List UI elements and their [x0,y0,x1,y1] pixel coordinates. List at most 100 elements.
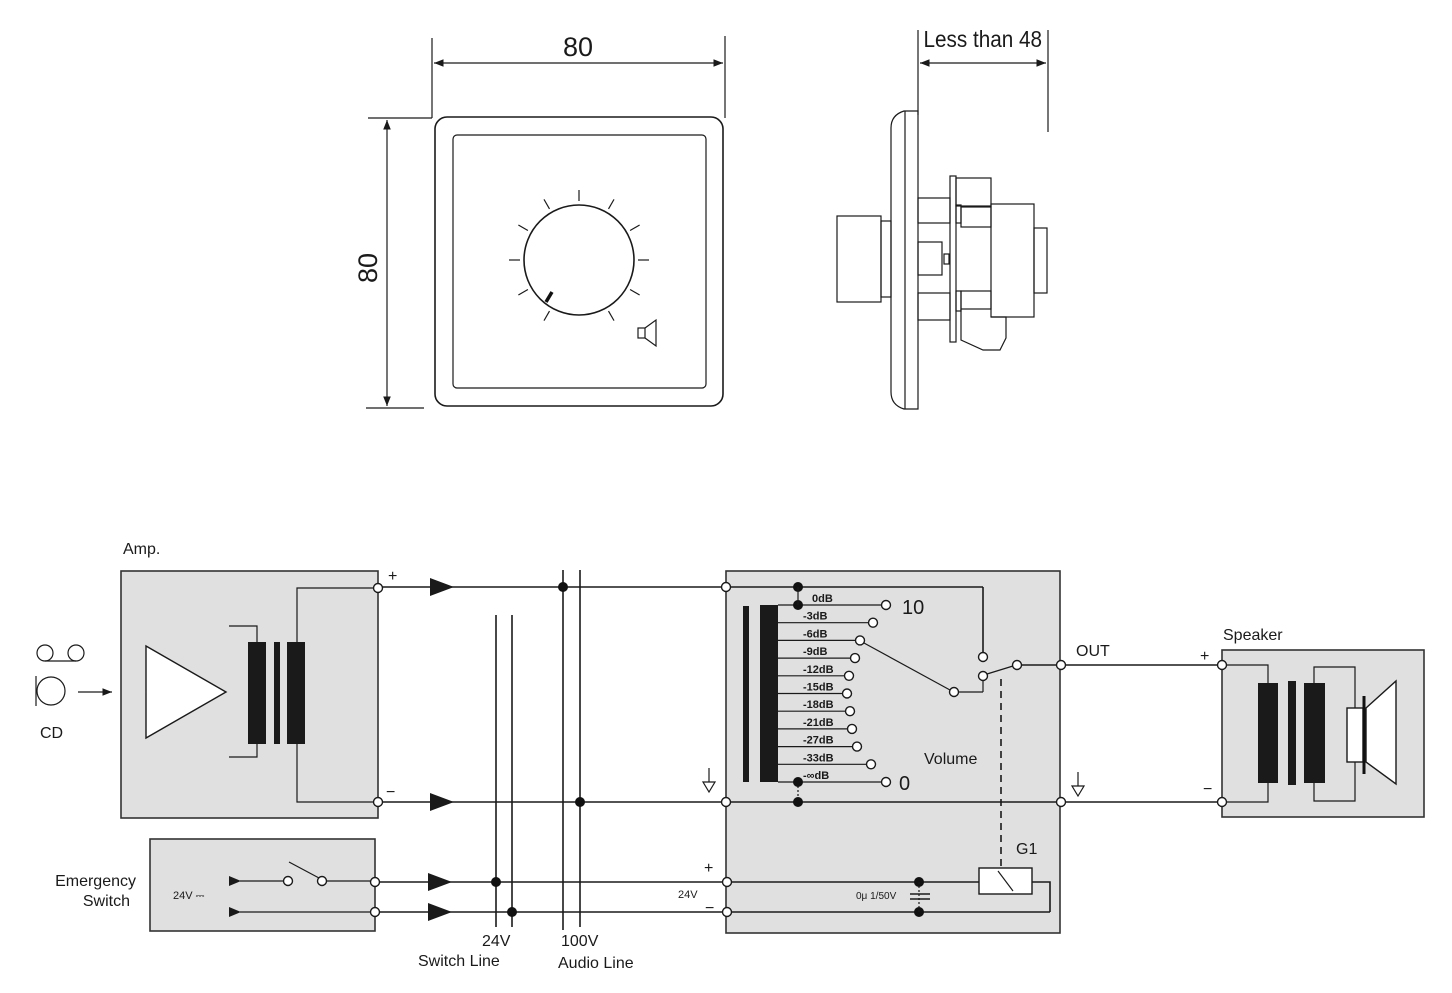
speaker-transformer-primary [1258,683,1278,783]
volume-knob[interactable] [523,204,635,316]
output-wiring: OUT [1065,643,1218,803]
knob-tick [607,199,615,210]
switch-blade[interactable] [288,861,320,879]
tap-label: -33dB [803,752,834,764]
speaker-minus-label: − [1203,781,1212,798]
relay-contact-nc [977,651,989,663]
wiper-contact [948,686,960,698]
tap-label: -9dB [803,646,828,658]
input-plus-label: + [704,860,713,877]
tap-label: -18dB [803,699,834,711]
tap-contact[interactable] [843,670,855,681]
primary-lead-bottom [229,744,258,758]
tap-contact[interactable] [851,741,863,752]
terminal-lug [960,309,1007,351]
knob-profile [836,215,882,303]
knob-tick [607,310,615,321]
tap-label: -12dB [803,664,834,676]
tap-contact[interactable] [880,599,892,611]
relay-coil-mark [997,870,1014,892]
switch-line-label: Switch Line [418,953,500,970]
volume-terminal-out-com [1055,796,1067,808]
cd-source: CD [35,644,112,742]
knob-shaft [880,220,892,298]
speaker-cone-icon [1365,679,1397,786]
component-inner [960,206,992,228]
body-spacer-bottom [917,292,951,321]
secondary-lead-bottom [296,744,378,803]
speaker-transformer-core [1288,681,1296,785]
emergency-switch-block: Emergency Switch 24V ⎓ [55,838,376,932]
volume-terminal-out [1055,659,1067,671]
capacitor-label: 0μ 1/50V [856,891,897,902]
relay-switch-blade [986,665,1014,675]
tap-contact[interactable] [841,688,853,699]
out-label: OUT [1076,643,1110,660]
emergency-box [149,838,376,932]
wire [1313,762,1356,802]
emergency-terminal-plus [369,876,381,888]
switch-contact-a [282,875,294,887]
junction-dot [575,797,585,807]
wire [1313,666,1356,708]
knob-ticks [509,190,649,321]
potentiometer-body [990,203,1035,318]
knob-tick [543,310,551,321]
junction-dot [491,877,501,887]
pcb-board [949,175,957,343]
speaker-terminal-minus [1216,796,1228,808]
emergency-voltage-label: 24V ⎓ [173,890,205,902]
tap-contact[interactable] [844,706,856,717]
autotransformer-winding [760,605,778,782]
junction-dot [558,582,568,592]
faceplate-inner [452,134,707,389]
depth-dimension-label: Less than 48 [924,26,1043,52]
relay-contact-no [977,670,989,682]
body-pin [943,253,950,265]
flow-arrow [430,578,454,596]
component-clip [955,204,962,224]
tap-contact[interactable] [880,776,892,788]
audio-line-voltage: 100V [561,933,599,950]
tap-contact[interactable] [865,759,877,770]
side-view: Less than 48 [836,26,1049,410]
transformer-primary [248,642,266,744]
relay-label: G1 [1016,841,1037,858]
switch-line-voltage: 24V [482,933,511,950]
wire [1032,881,1051,912]
tap-contact[interactable] [849,652,861,664]
speaker-transformer-secondary [1304,683,1325,783]
knob-tick [518,224,529,232]
component-top [955,177,992,207]
amp-plus-label: + [388,568,397,585]
wire [1226,664,1269,683]
amp-terminal-plus [372,582,384,594]
tap-contact[interactable] [854,635,866,646]
junction-dot [793,777,803,787]
tap-contact[interactable] [867,617,879,628]
speaker-icon [637,318,657,348]
body-middle [917,241,943,276]
flow-arrow [428,903,452,921]
junction-dot [507,907,517,917]
knob-tick [543,199,551,210]
terminals [369,581,1228,918]
primary-lead-top [229,625,258,642]
relay-common [1011,659,1023,671]
tap-label: 0dB [812,593,833,605]
autotransformer-core [743,606,749,782]
speaker-plus-label: + [1200,648,1209,665]
volume-terminal-in [720,581,732,593]
amp-terminal-minus [372,796,384,808]
selector-wiper[interactable] [863,642,951,691]
reel-right-icon [67,644,85,662]
volume-label: Volume [924,751,977,768]
tap-label: -6dB [803,628,828,640]
speaker-block: Speaker + − [1200,627,1425,818]
faceplate-outer [434,116,724,407]
transformer-secondary [287,642,305,744]
tap-contact[interactable] [846,723,858,735]
knob-tick [629,224,640,232]
volume-terminal-24v-plus [721,876,733,888]
ground-icon [1070,772,1086,798]
